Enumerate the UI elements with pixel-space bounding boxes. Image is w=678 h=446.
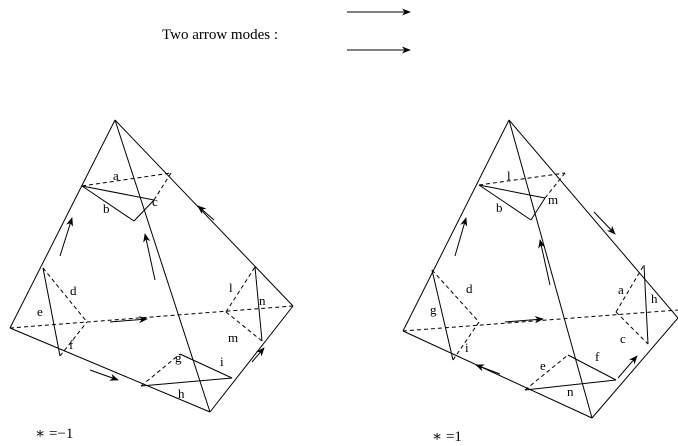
right-edge-top-right [508,119,678,319]
left-bottom-tri-dash [140,353,181,387]
right-label-g: g [430,302,437,317]
right-edge-left-bottom [402,330,593,419]
left-arrow-5 [89,369,119,381]
right-label-n: n [567,384,574,399]
left-arrow-1 [59,217,73,257]
left-right-tri-dash-2 [225,311,263,342]
right-label-l: l [507,168,511,183]
left-top-tri-dash-2 [153,172,172,201]
left-label-l: l [229,280,233,295]
left-caption: ∗ =−1 [35,426,73,442]
left-edge-left-bottom [9,327,211,413]
right-top-tri-solid-2 [530,197,546,221]
right-edge-hidden [402,309,678,332]
right-label-d: d [466,281,473,296]
right-arrow-2 [538,239,551,286]
left-bottom-tri-solid-2 [179,353,233,379]
left-label-d: d [70,283,77,298]
left-edge-hidden [9,305,294,329]
right-right-tri-dash-2 [615,311,649,345]
right-left-tri-dash-1 [431,269,480,323]
left-right-tri-solid [254,266,263,342]
right-left-tri-solid [431,269,454,361]
right-edge-top-bottom [508,119,593,419]
left-bottom-tri-solid-1 [140,377,233,387]
left-arrow-3 [197,205,215,221]
left-label-e: e [37,304,43,319]
right-label-a: a [618,282,624,297]
left-left-tri-dash-2 [59,321,88,357]
right-bottom-tri-dash [524,354,569,391]
right-top-tri-dash-2 [544,172,566,199]
legend-text: Two arrow modes : [162,27,278,43]
left-edge-top-left [9,119,116,329]
left-top-tri-solid-1 [81,185,155,201]
right-label-i: i [465,340,469,355]
left-label-a: a [113,168,119,183]
right-tetrahedron: l b m d g i a h c e f n ∗ =1 [402,119,678,445]
right-top-tri-solid-3 [478,184,532,221]
legend: Two arrow modes : [162,8,411,54]
left-tetrahedron: a b c d e f g h i l m n ∗ =−1 [9,119,294,442]
right-left-tri-dash-2 [452,321,480,361]
right-label-m: m [548,192,558,207]
right-bottom-tri-solid-1 [524,379,617,391]
left-label-f: f [69,337,74,352]
right-label-f: f [595,349,600,364]
left-label-h: h [178,386,185,401]
left-arrow-4 [109,316,148,324]
left-label-b: b [103,201,110,216]
left-left-tri-dash-1 [42,267,88,323]
right-label-c: c [620,331,626,346]
right-top-tri-solid-1 [478,184,546,199]
right-top-tri-dash-1 [478,172,566,186]
left-left-tri-solid [42,267,61,357]
left-label-i: i [220,354,224,369]
right-arrow-6 [617,355,638,379]
left-edge-right-bottom [209,305,294,413]
left-top-tri-solid-2 [133,199,155,222]
left-label-g: g [175,350,182,365]
left-top-tri-dash-1 [81,172,172,187]
left-edge-top-bottom [114,119,211,413]
right-arrow-1 [454,217,468,257]
right-edge-top-left [402,119,510,332]
left-arrow-2 [143,233,156,281]
right-right-tri-dash-1 [615,264,645,313]
left-label-n: n [259,293,266,308]
right-arrow-4 [504,316,544,324]
right-label-b: b [496,200,503,215]
left-label-c: c [152,194,158,209]
right-arrow-5 [475,364,501,375]
left-label-m: m [228,330,238,345]
left-right-tri-dash-1 [225,266,256,313]
left-arrow-6 [251,347,265,363]
right-arrow-3 [593,211,616,235]
right-edge-right-bottom [591,317,678,419]
right-bottom-tri-solid-2 [567,354,617,381]
left-top-tri-solid-3 [81,185,135,222]
right-label-h: h [651,291,658,306]
right-caption: ∗ =1 [432,429,462,445]
right-right-tri-solid [643,264,649,345]
right-label-e: e [540,358,546,373]
